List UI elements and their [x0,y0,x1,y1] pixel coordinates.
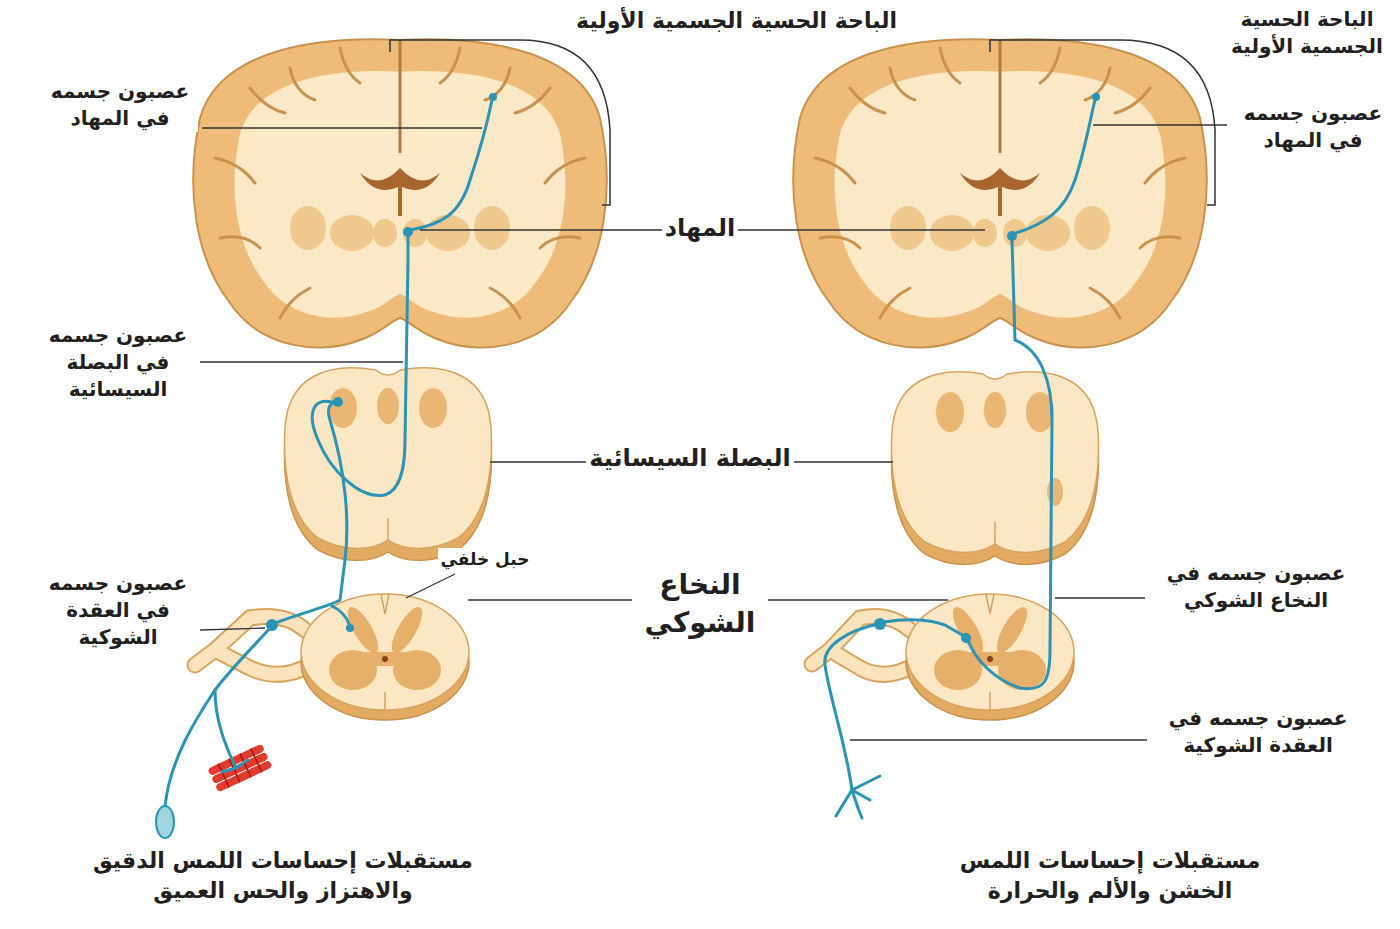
label: الباحة الحسية الجسمية الأولية [573,6,900,36]
label: عصبون جسمه في النخاع الشوكي [1148,560,1364,614]
label: البصلة السيسائية [586,442,794,474]
medulla-section [284,368,491,560]
label: مستقبلات إحساسات اللمس الدقيق والاهتزاز … [80,846,486,905]
neuron-pathway [165,100,1095,818]
label: عصبون جسمه في العقدة الشوكية [40,570,196,651]
label: عصبون جسمه في البصلة السيسائية [40,322,196,403]
neuron-cell-bodies [156,93,1100,838]
bracket [390,40,1215,205]
label: النخاع الشوكي [632,566,768,642]
label: حبل خلفي [438,548,533,571]
medulla-section [891,372,1098,564]
label: الباحة الحسية الجسمية الأولية [1218,6,1396,60]
leader-lines [200,125,1227,740]
label: المهاد [662,212,739,244]
spinal-cord-section [301,594,469,720]
tract-patch [1047,478,1063,506]
label: عصبون جسمه في المهاد [42,78,198,132]
label: عصبون جسمه في المهاد [1230,100,1396,154]
label: مستقبلات إحساسات اللمس الخشن والألم والح… [917,846,1303,905]
brain-section [193,39,607,347]
label: عصبون جسمه في العقدة الشوكية [1150,705,1366,759]
brain-section [793,39,1207,347]
muscle-fiber [207,744,272,793]
